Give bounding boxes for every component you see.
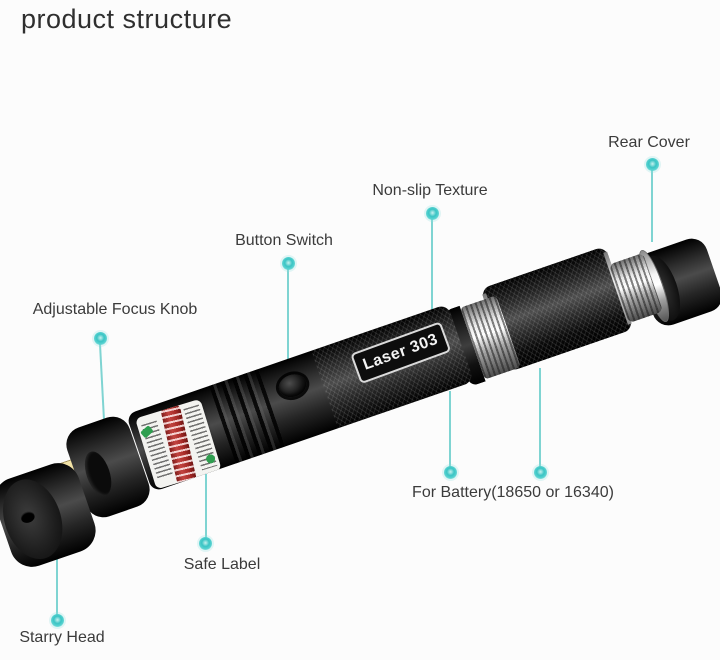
- non-slip-label: Non-slip Texture: [372, 182, 488, 199]
- button-switch-leader-line: [287, 269, 289, 378]
- safe-label-callout-dot: [199, 537, 212, 550]
- battery-callout-dot-right: [534, 466, 547, 479]
- focus-knob-callout-dot: [94, 332, 107, 345]
- non-slip-leader-line: [431, 219, 433, 318]
- safe-label-leader-line: [205, 474, 207, 538]
- button-switch-label: Button Switch: [235, 232, 333, 249]
- focus-knob-label: Adjustable Focus Knob: [32, 301, 198, 318]
- focus-grooves: [209, 369, 285, 464]
- battery-callout-dot-left: [444, 466, 457, 479]
- safe-label-label: Safe Label: [183, 556, 261, 573]
- focus-knob-opening: [79, 448, 117, 500]
- battery-leader-line-left: [449, 391, 451, 467]
- starry-head-label: Starry Head: [19, 629, 105, 646]
- rear-cover-callout-dot: [646, 158, 659, 171]
- non-slip-callout-dot: [426, 207, 439, 220]
- rear-cover-leader-line: [651, 170, 653, 242]
- starry-head-leader-line: [56, 552, 58, 615]
- laser-body: Laser 303: [125, 303, 475, 493]
- rear-cover-label: Rear Cover: [608, 134, 690, 151]
- battery-leader-line-right: [539, 368, 541, 467]
- button-switch: [275, 370, 310, 401]
- page-title: product structure: [21, 4, 233, 34]
- starry-head-face: [0, 471, 73, 568]
- button-switch-callout-dot: [282, 257, 295, 270]
- starry-head-callout-dot: [51, 614, 64, 627]
- safety-sticker: [135, 398, 222, 490]
- battery-label: For Battery(18650 or 16340): [412, 484, 614, 501]
